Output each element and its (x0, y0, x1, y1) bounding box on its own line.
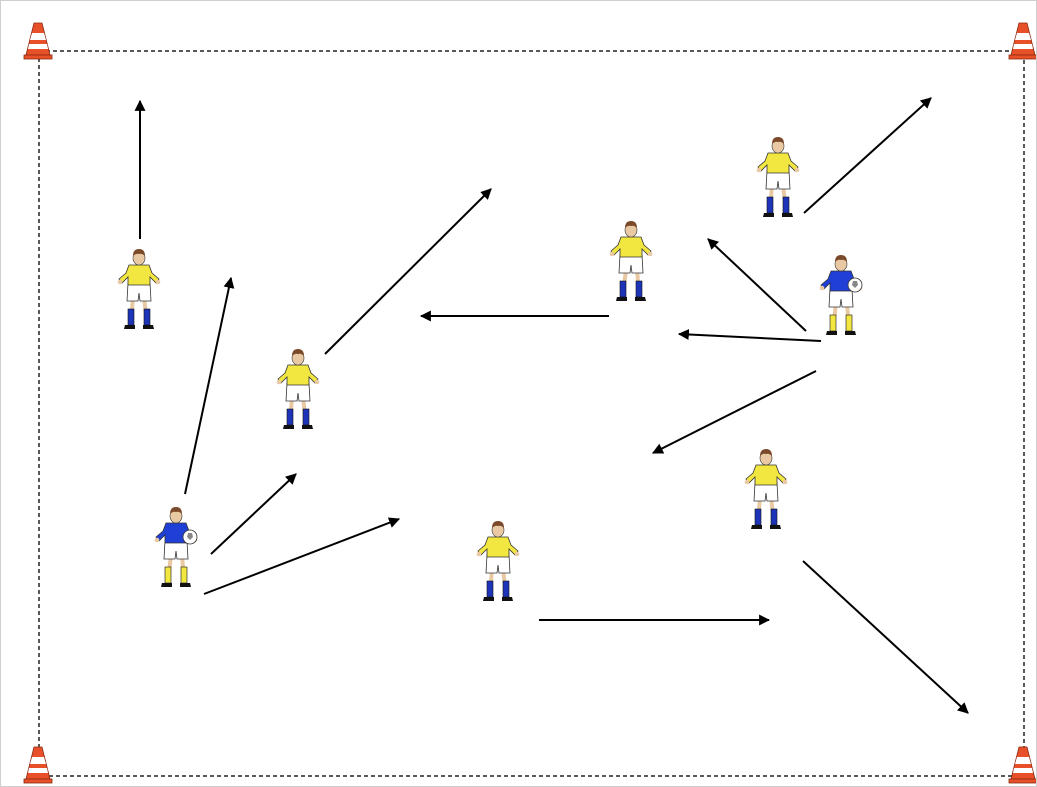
player-yellow-4 (756, 137, 800, 217)
player-yellow-3 (609, 221, 653, 301)
player-yellow-2 (276, 349, 320, 429)
player-blue-2 (819, 255, 863, 335)
arrows (134, 97, 969, 714)
arrow-7 (707, 238, 807, 332)
field-boundary (38, 50, 1025, 777)
players (117, 137, 863, 601)
arrow-2 (184, 276, 235, 495)
player-yellow-5 (744, 449, 788, 529)
cone-bottom-right (1008, 746, 1036, 784)
player-yellow-6 (476, 521, 520, 601)
cone-top-right (1008, 22, 1036, 60)
cones (23, 22, 1036, 784)
player-blue-1-ball (182, 529, 198, 545)
arrow-3 (210, 473, 297, 555)
arrow-12 (802, 560, 969, 714)
arrow-8 (677, 328, 822, 342)
arrow-4 (203, 517, 401, 595)
player-blue-1 (154, 507, 198, 587)
player-blue-2-ball (847, 277, 863, 293)
player-yellow-1 (117, 249, 161, 329)
cone-bottom-left (23, 746, 53, 784)
cone-top-left (23, 22, 53, 60)
arrow-5 (324, 188, 492, 355)
arrow-10 (803, 97, 932, 214)
arrow-9 (652, 370, 817, 454)
